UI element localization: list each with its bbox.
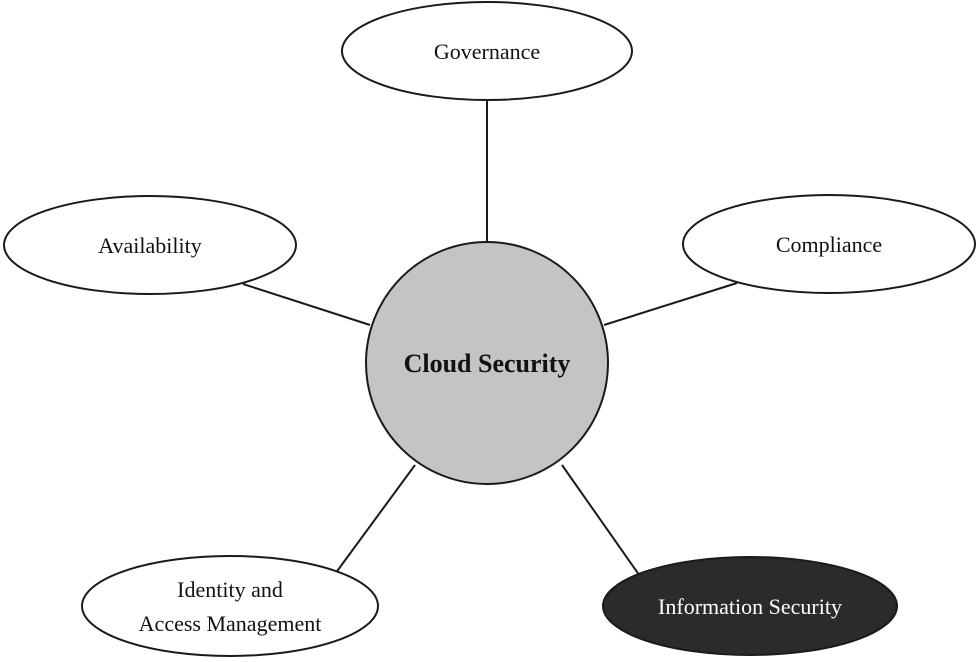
- node-availability-shape: [3, 195, 297, 295]
- connector-information-security: [561, 464, 643, 580]
- node-governance-shape: [341, 1, 633, 101]
- node-governance-label: Governance: [434, 39, 540, 64]
- connectors: [242, 100, 738, 580]
- node-information-security-shape: [602, 556, 898, 656]
- node-availability-label: Availability: [98, 233, 201, 258]
- connector-compliance: [603, 282, 738, 326]
- node-identity-access-management: Identity and Access Management: [81, 555, 379, 657]
- node-compliance-shape: [682, 194, 976, 294]
- connector-availability: [242, 283, 371, 326]
- node-information-security: Information Security: [602, 556, 898, 656]
- node-information-security-label: Information Security: [658, 594, 842, 619]
- center-node: Cloud Security: [365, 241, 609, 485]
- center-node-shape: [365, 241, 609, 485]
- node-compliance: Compliance: [682, 194, 976, 294]
- node-identity-label-line2: Access Management: [139, 611, 322, 636]
- node-governance: Governance: [341, 1, 633, 101]
- connector-identity: [334, 464, 416, 575]
- node-compliance-label: Compliance: [776, 232, 882, 257]
- node-availability: Availability: [3, 195, 297, 295]
- center-node-label: Cloud Security: [404, 349, 571, 378]
- node-identity-shape: [81, 555, 379, 657]
- node-identity-label-line1: Identity and: [177, 577, 283, 602]
